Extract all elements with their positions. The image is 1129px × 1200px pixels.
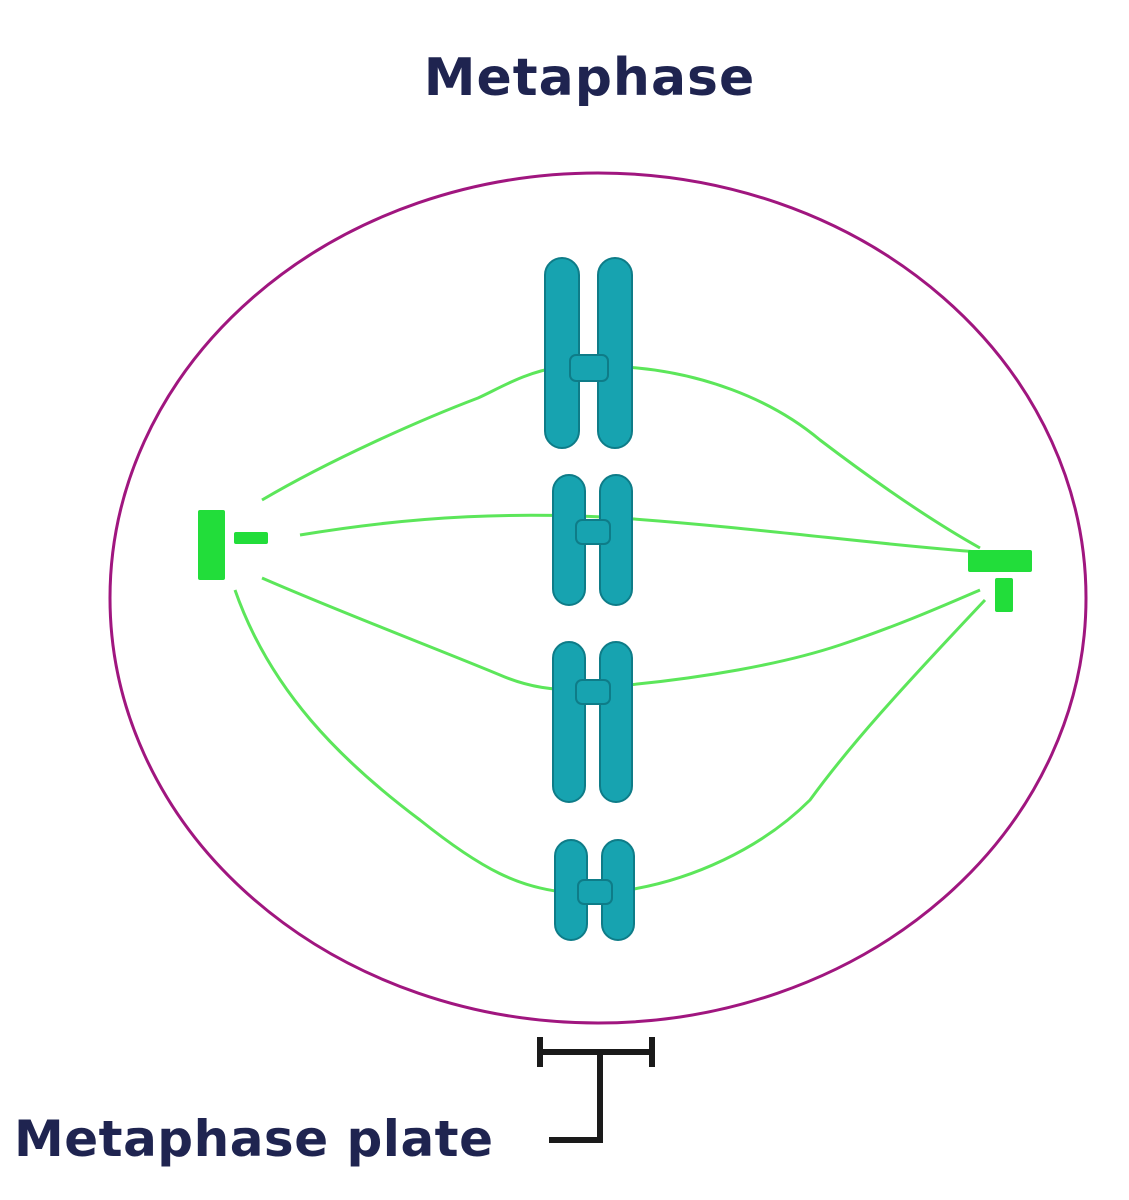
cell-membrane [108,171,1088,1025]
left-centrosome [198,510,268,580]
spindle-fiber [261,365,561,502]
spindle-fiber [233,589,576,895]
spindle-fiber [261,576,581,692]
diagram-title: Metaphase [423,48,756,108]
spindle-fiber [624,365,981,550]
chromosome [544,257,633,449]
metaphase-plate-label: Metaphase plate [14,1110,494,1168]
spindle-fiber [627,598,987,892]
metaphase-plate-bracket [537,1037,655,1143]
chromosome [552,474,633,606]
chromosome [552,641,633,803]
right-centrosome [968,550,1032,612]
spindle-fiber [627,588,981,687]
chromosomes [544,257,635,941]
chromosome [554,839,635,941]
spindle-fiber [299,513,981,554]
spindle-fibers [233,365,987,895]
